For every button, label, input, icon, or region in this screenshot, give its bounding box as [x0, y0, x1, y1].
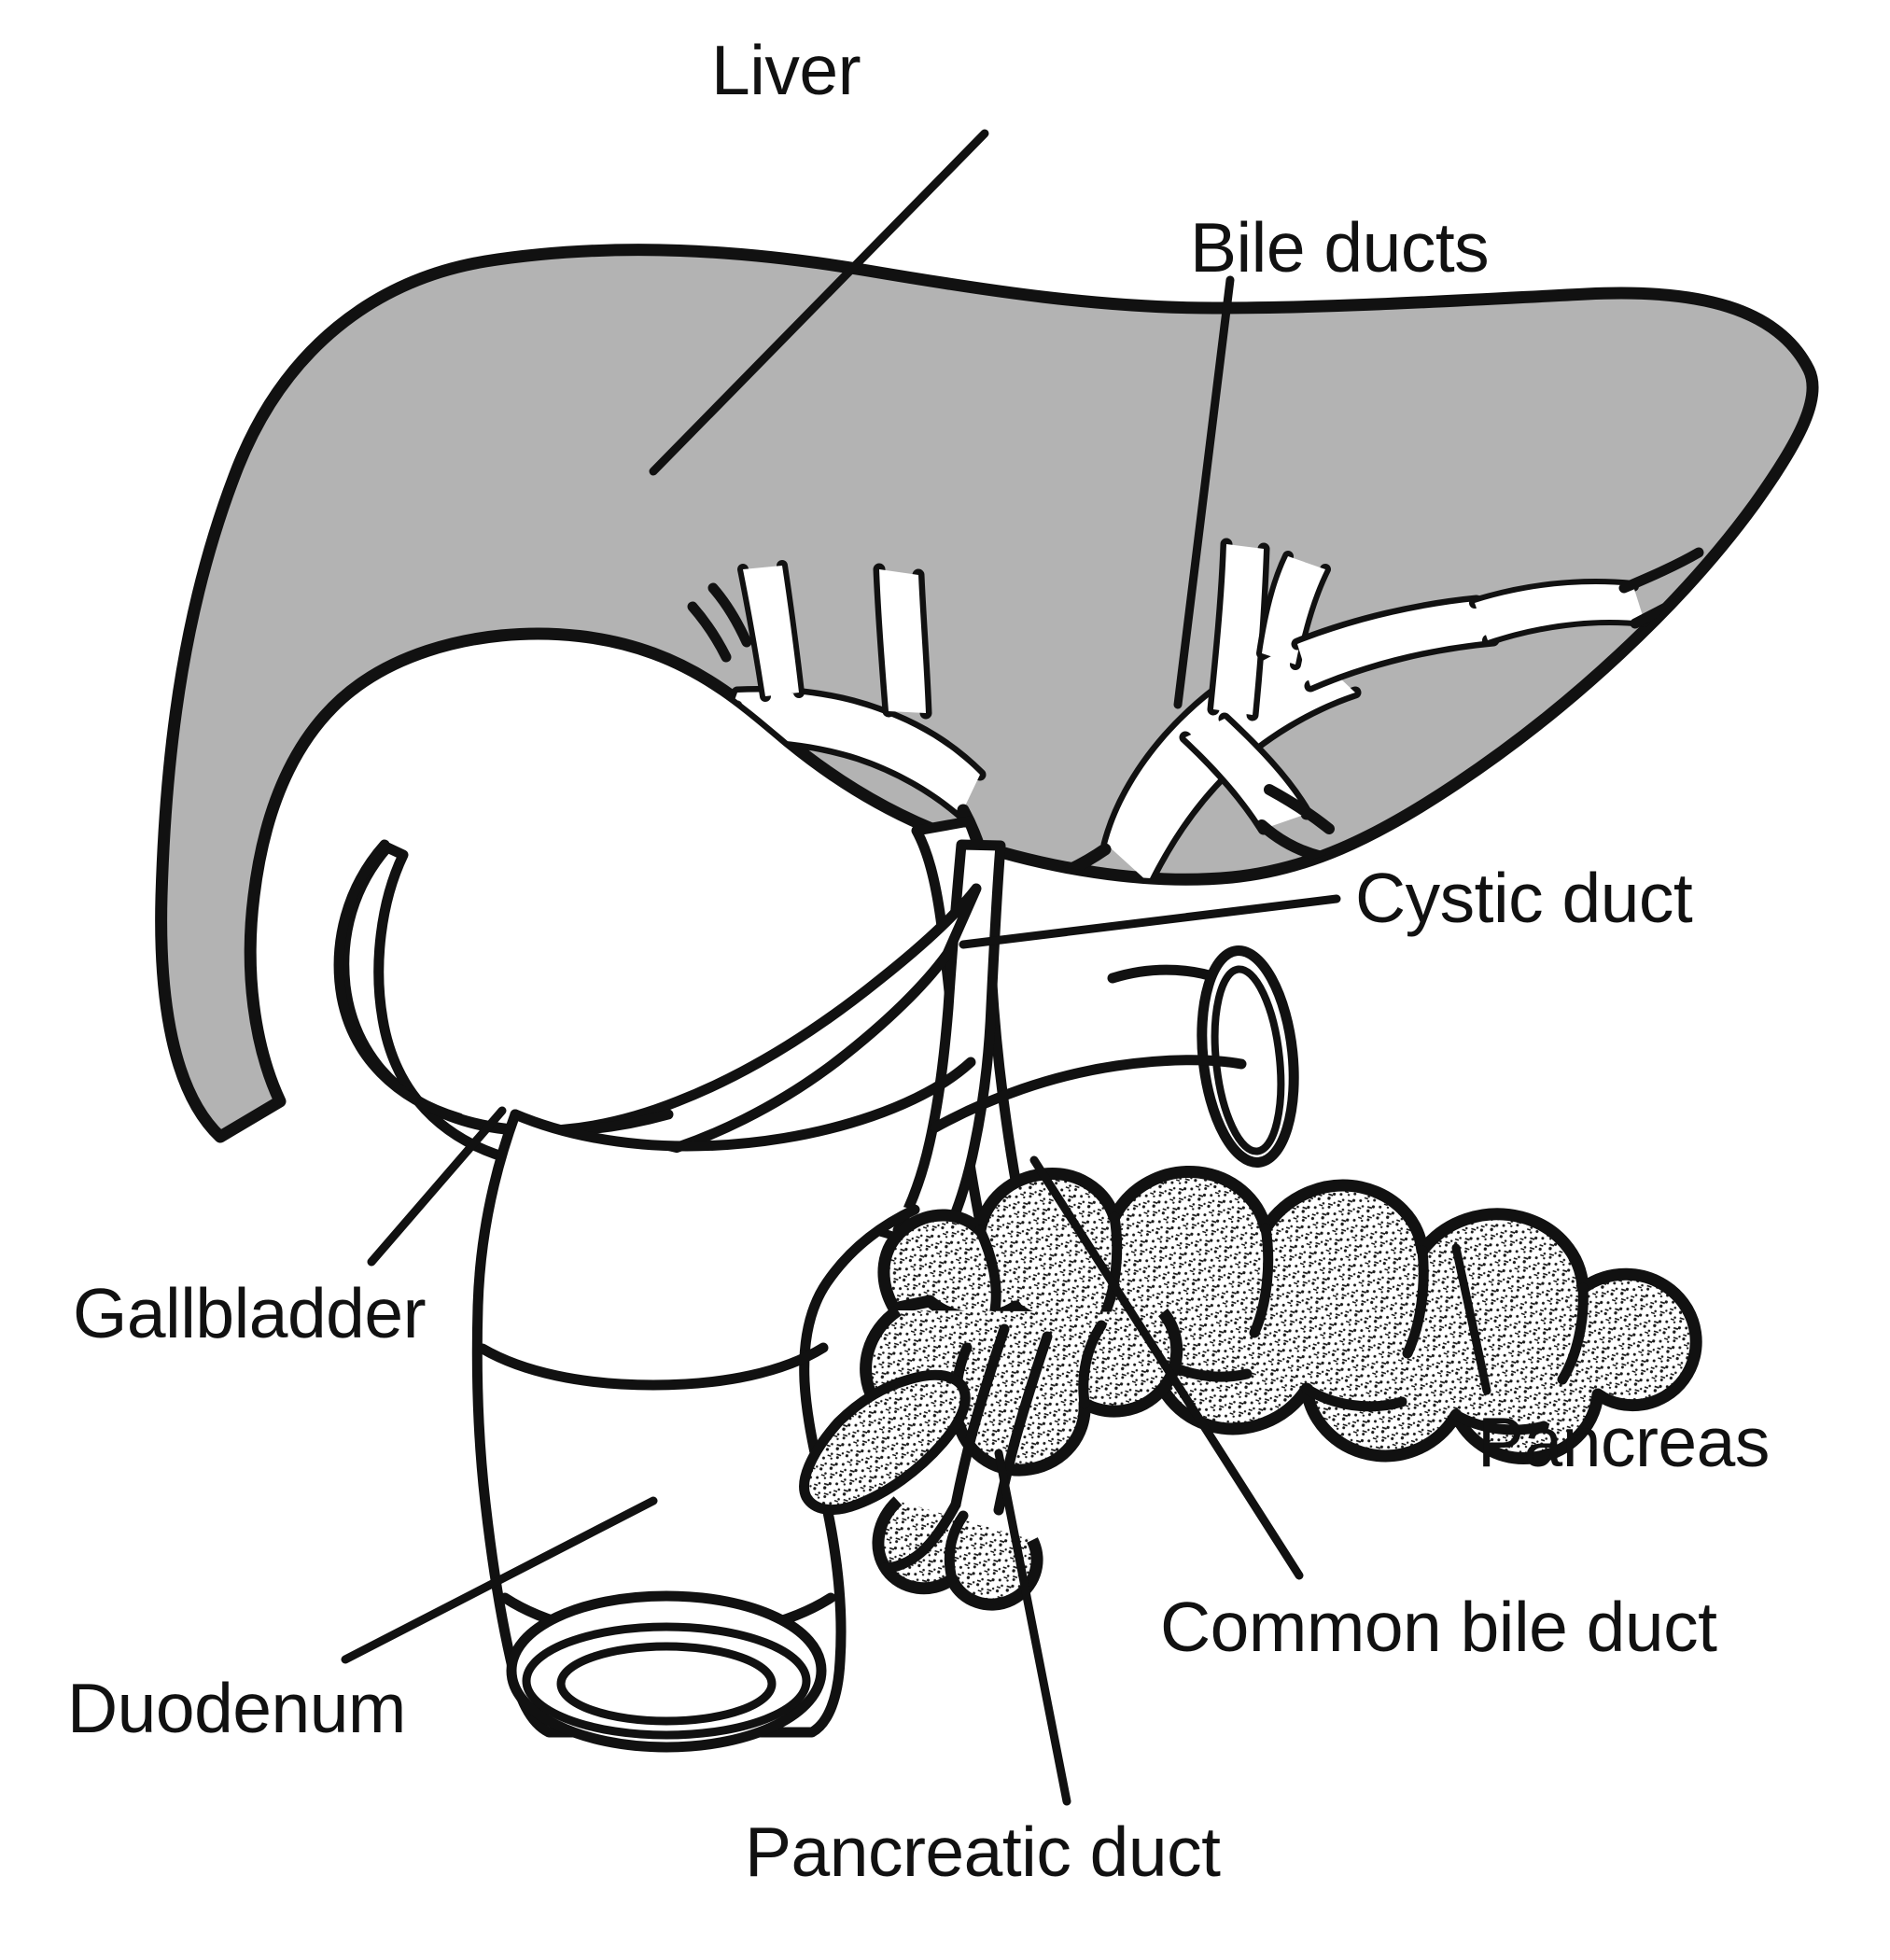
leader-gallbladder: [367, 1106, 507, 1267]
gallbladder-fundus: [333, 839, 465, 1124]
leader-pancreas: [1451, 1243, 1491, 1395]
duodenum-upper-contour: [510, 1057, 976, 1152]
label-pancreas: Pancreas: [1477, 1403, 1770, 1481]
leader-liver: [649, 129, 989, 476]
leader-pancreatic-duct: [994, 1449, 1071, 1806]
duodenum-lumen: [556, 1642, 777, 1726]
label-gallbladder: Gallbladder: [73, 1274, 427, 1352]
label-bile-ducts: Bile ducts: [1190, 208, 1490, 287]
label-pancreatic-duct: Pancreatic duct: [745, 1813, 1221, 1891]
label-common-bile-duct: Common bile duct: [1160, 1588, 1717, 1666]
leader-lines: [341, 129, 1491, 1806]
duodenum-proximal-lower: [930, 1055, 1247, 1133]
pancreas-left-strip: [799, 1369, 971, 1515]
liver-structure: [155, 244, 1819, 1143]
leader-bile-ducts: [1173, 275, 1235, 709]
label-duodenum: Duodenum: [67, 1669, 406, 1747]
pancreatic-duct-shape-2: [950, 1323, 1010, 1510]
duodenum-structure: [471, 945, 1299, 1753]
label-liver: Liver: [711, 31, 861, 109]
duodenum-band-upper: [477, 1342, 829, 1391]
leader-duodenum: [341, 1496, 658, 1664]
duodenum-shape: [471, 1109, 920, 1738]
leader-cystic-duct: [959, 894, 1341, 949]
leader-common-bile-duct: [1029, 1155, 1304, 1580]
label-cystic-duct: Cystic duct: [1355, 859, 1693, 937]
liver-shape: [155, 244, 1819, 1143]
ampulla: [879, 1499, 961, 1574]
